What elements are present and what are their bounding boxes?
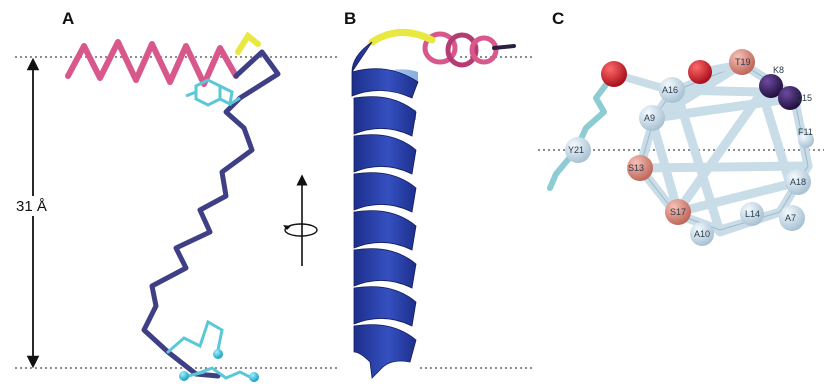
helix-ribbon-front — [352, 42, 418, 378]
thickness-label: 31 Å — [16, 198, 47, 215]
residue-label-f11: F11 — [798, 127, 813, 137]
panel-label-b: B — [344, 9, 356, 28]
n-terminal-segment — [68, 42, 236, 84]
tryptophan-side-chain — [186, 80, 240, 105]
tyrosine-tail — [550, 74, 614, 188]
residue-label-s13: S13 — [628, 163, 644, 173]
residue-label-a16: A16 — [662, 85, 678, 95]
panel-b-ribbon-helix — [352, 32, 514, 378]
residue-label-y21: Y21 — [568, 145, 584, 155]
nitrogen-atom — [179, 371, 189, 381]
residue-red-ball — [601, 61, 627, 87]
lysine-side-chains — [168, 322, 252, 378]
helix-backbone — [144, 52, 278, 376]
residue-label-k8: K8 — [773, 65, 784, 75]
residue-label-a7: A7 — [785, 213, 796, 223]
panel-label-c: C — [552, 9, 564, 28]
residue-label-a9: A9 — [644, 113, 655, 123]
panel-a-backbone-trace — [68, 36, 278, 382]
turn-segment — [238, 36, 258, 52]
turn-ribbon — [372, 32, 432, 42]
n-terminal-coil — [425, 34, 514, 65]
residue-label-t19: T19 — [735, 57, 751, 67]
rotation-axis-icon — [283, 180, 317, 266]
nitrogen-atom — [249, 372, 259, 382]
residue-label-l14: L14 — [745, 209, 760, 219]
residue-label-a10: A10 — [694, 229, 710, 239]
nitrogen-atom — [213, 349, 223, 359]
residue-label-q15: Q15 — [795, 93, 812, 103]
panel-label-a: A — [62, 9, 74, 28]
residue-red-ball — [688, 60, 712, 84]
residue-label-s17: S17 — [670, 207, 686, 217]
panel-c-helical-wheel: T19 K8 Q15 A16 A9 F11 Y21 S13 A18 S17 L1… — [550, 49, 814, 246]
membrane-boundaries — [15, 57, 824, 368]
membrane-thickness-scale: 31 Å — [14, 64, 58, 362]
residue-label-a18: A18 — [790, 177, 806, 187]
